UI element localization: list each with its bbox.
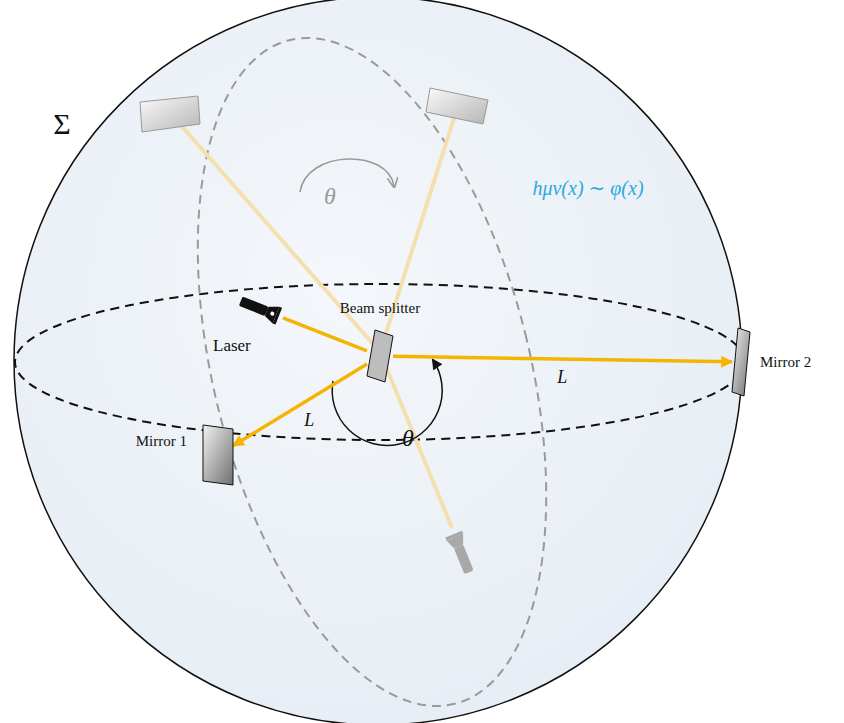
length-label: L <box>304 410 314 431</box>
node-label: Beam splitter <box>340 300 420 317</box>
beam-splitter-outline <box>367 330 393 382</box>
equator <box>15 284 745 440</box>
faded-mirror <box>426 88 488 124</box>
meridian <box>136 2 608 723</box>
angle-label: θ <box>324 183 336 210</box>
mirror-shape <box>203 425 233 485</box>
node-label: Laser <box>213 336 251 356</box>
node-label: Mirror 2 <box>760 354 811 371</box>
beam-splitter-shape <box>367 330 393 382</box>
angle-label: θ <box>402 425 414 452</box>
mirror-outline <box>203 425 233 485</box>
faded-mirror <box>140 96 200 132</box>
length-label: L <box>557 367 567 388</box>
mirror-shape <box>732 328 750 396</box>
angle-arc <box>332 360 442 445</box>
region-symbol: Σ <box>53 107 70 141</box>
faded-laser <box>445 531 477 576</box>
beam-splitter: Beam splitter <box>367 330 393 382</box>
sphere <box>14 0 742 723</box>
mirror: Mirror 2 <box>732 328 750 396</box>
laser-beam <box>233 364 367 446</box>
laser: Laser <box>243 290 283 330</box>
angle-arc <box>300 159 394 192</box>
laser-beam <box>393 356 732 362</box>
mirror-outline <box>732 328 750 396</box>
mirror: Mirror 1 <box>203 425 233 485</box>
faded-beams <box>178 115 455 528</box>
laser-icon <box>237 293 282 325</box>
node-label: Mirror 1 <box>136 433 187 450</box>
laser-beam <box>283 318 367 351</box>
field-formula: hμν(x) ∼ φ(x) <box>532 176 643 200</box>
